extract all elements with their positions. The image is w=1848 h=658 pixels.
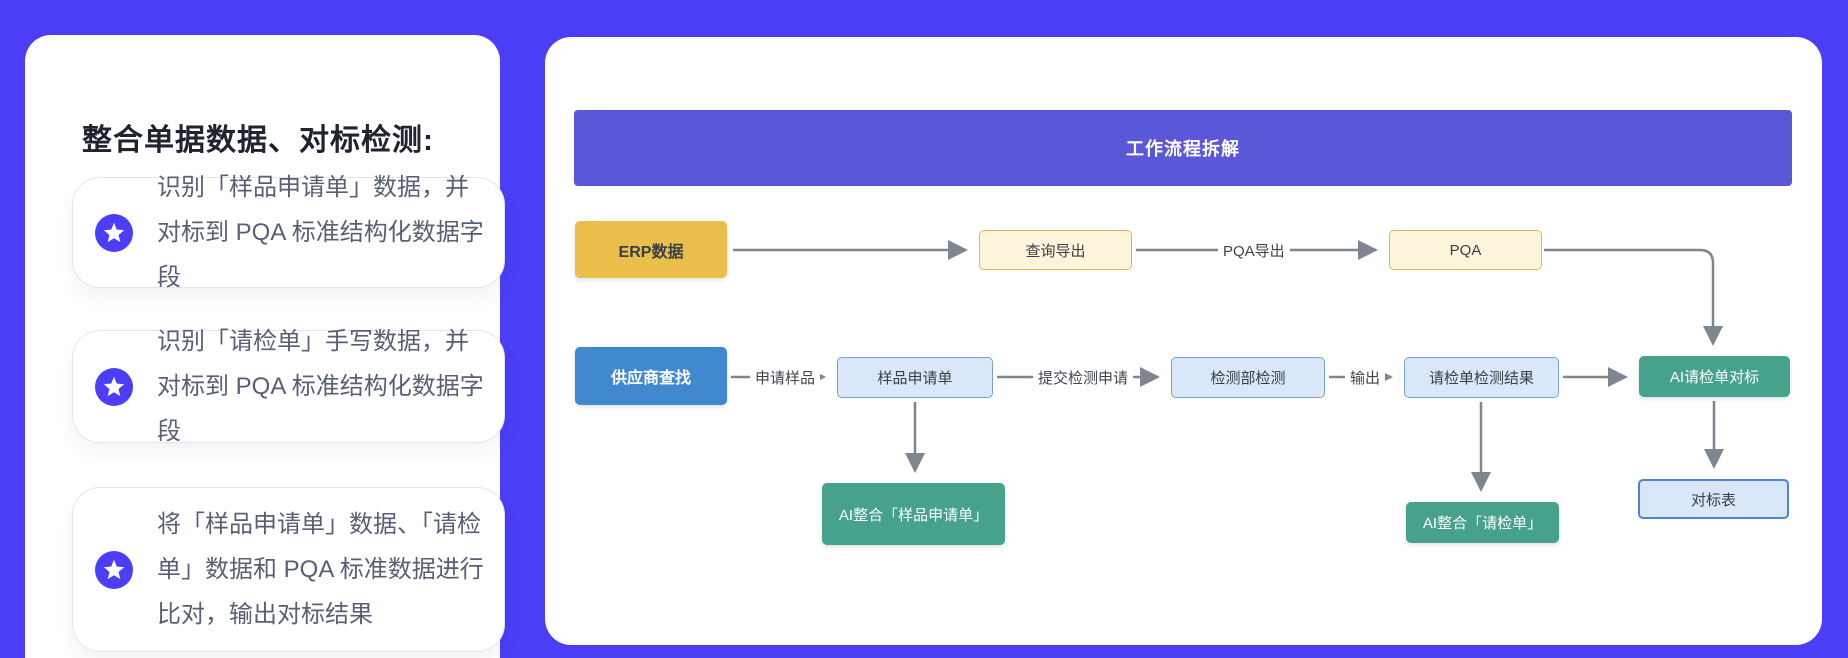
node-inspection-dept: 检测部检测 (1171, 357, 1325, 398)
node-erp-data: ERP数据 (575, 221, 727, 278)
node-supplier-search: 供应商查找 (575, 347, 727, 405)
star-icon (95, 213, 133, 252)
summary-item-text: 识别「样品申请单」数据，并对标到 PQA 标准结构化数据字段 (157, 174, 484, 291)
node-ai-merge-inspection-form: AI整合「请检单」 (1406, 502, 1559, 543)
summary-item-1: 识别「样品申请单」数据，并对标到 PQA 标准结构化数据字段 (72, 174, 505, 291)
flowchart-banner: 工作流程拆解 (574, 110, 1792, 186)
edge-label-output: 输出 (1345, 367, 1386, 388)
summary-item-3: 将「样品申请单」数据、「请检单」数据和 PQA 标准数据进行比对，输出对标结果 (72, 487, 505, 652)
star-icon (95, 550, 133, 589)
summary-card: 整合单据数据、对标检测: 识别「样品申请单」数据，并对标到 PQA 标准结构化数… (25, 35, 505, 658)
edge-label-submit-inspection: 提交检测申请 (1033, 367, 1134, 388)
node-query-export: 查询导出 (979, 230, 1132, 270)
node-ai-benchmark: AI请检单对标 (1639, 356, 1790, 397)
summary-item-text: 将「样品申请单」数据、「请检单」数据和 PQA 标准数据进行比对，输出对标结果 (157, 511, 484, 628)
node-inspection-result: 请检单检测结果 (1404, 357, 1559, 398)
edge-label-pqa-export: PQA导出 (1218, 240, 1290, 261)
star-icon (95, 367, 133, 406)
summary-item-2: 识别「请检单」手写数据，并对标到 PQA 标准结构化数据字段 (72, 328, 505, 445)
node-sample-application-form: 样品申请单 (837, 357, 993, 398)
edge-label-apply-sample: 申请样品 (750, 367, 821, 388)
node-benchmark-table: 对标表 (1638, 479, 1789, 519)
summary-title: 整合单据数据、对标检测: (82, 124, 434, 157)
node-pqa: PQA (1389, 230, 1542, 270)
summary-item-text: 识别「请检单」手写数据，并对标到 PQA 标准结构化数据字段 (157, 328, 484, 445)
node-ai-merge-sample-form: AI整合「样品申请单」 (822, 483, 1005, 545)
